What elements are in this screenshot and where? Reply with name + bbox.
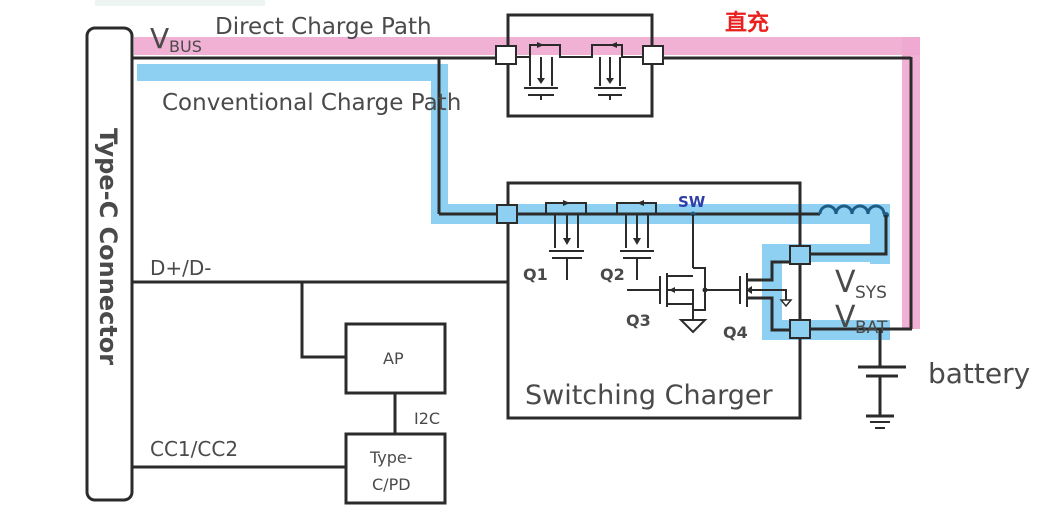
typec-pd-label-line1: Type- xyxy=(369,448,413,467)
typec-pd-label-line2: C/PD xyxy=(372,475,411,494)
dpdm-label: D+/D- xyxy=(150,256,212,280)
vbat-label: V xyxy=(835,300,856,335)
ap-label: AP xyxy=(383,349,404,368)
battery-icon xyxy=(858,329,906,429)
q1-label: Q1 xyxy=(523,265,548,284)
typec-pd-block: Type- C/PD xyxy=(344,432,447,505)
direct-switch-output-pad xyxy=(642,45,664,65)
direct-mosfet-2-icon xyxy=(575,42,643,100)
inductor-to-vsys-wire xyxy=(810,215,888,256)
vbat-pad xyxy=(789,319,811,339)
vbat-subscript: BAT xyxy=(855,318,888,338)
vsys-subscript: SYS xyxy=(855,283,887,303)
battery-label: battery xyxy=(928,357,1030,390)
q3-label: Q3 xyxy=(626,311,651,330)
q2-label: Q2 xyxy=(600,265,625,284)
ap-block: AP xyxy=(344,322,447,395)
direct-mosfet-1-icon xyxy=(516,42,575,100)
sw-label: SW xyxy=(678,193,706,211)
cc-label: CC1/CC2 xyxy=(150,437,238,461)
top-edge-strip xyxy=(95,0,265,6)
conventional-charge-path-label: Conventional Charge Path xyxy=(162,90,461,116)
i2c-label: I2C xyxy=(414,409,440,428)
vsys-label: V xyxy=(835,265,856,300)
type-c-connector-label: Type-C Connector xyxy=(94,128,122,365)
vbus-label: V xyxy=(150,22,169,55)
q3-mosfet-icon xyxy=(627,214,708,334)
charger-input-pad xyxy=(496,204,518,224)
vbus-subscript: BUS xyxy=(169,37,202,56)
direct-charge-cn-label: 直充 xyxy=(725,10,769,36)
type-c-connector: Type-C Connector xyxy=(85,26,134,502)
q4-mosfet-icon xyxy=(705,260,800,332)
q2-mosfet-icon xyxy=(616,200,657,280)
direct-charge-switch-block xyxy=(495,13,664,118)
switching-charger-block: Switching Charger SW Q1 xyxy=(496,181,820,420)
vsys-pad xyxy=(789,245,811,265)
switching-charger-label: Switching Charger xyxy=(525,380,773,411)
dpdm-to-ap-wire xyxy=(300,282,346,359)
direct-switch-input-pad xyxy=(495,45,517,65)
direct-charge-path-label: Direct Charge Path xyxy=(215,14,432,40)
q1-mosfet-icon xyxy=(545,200,587,280)
q4-label: Q4 xyxy=(723,323,748,342)
